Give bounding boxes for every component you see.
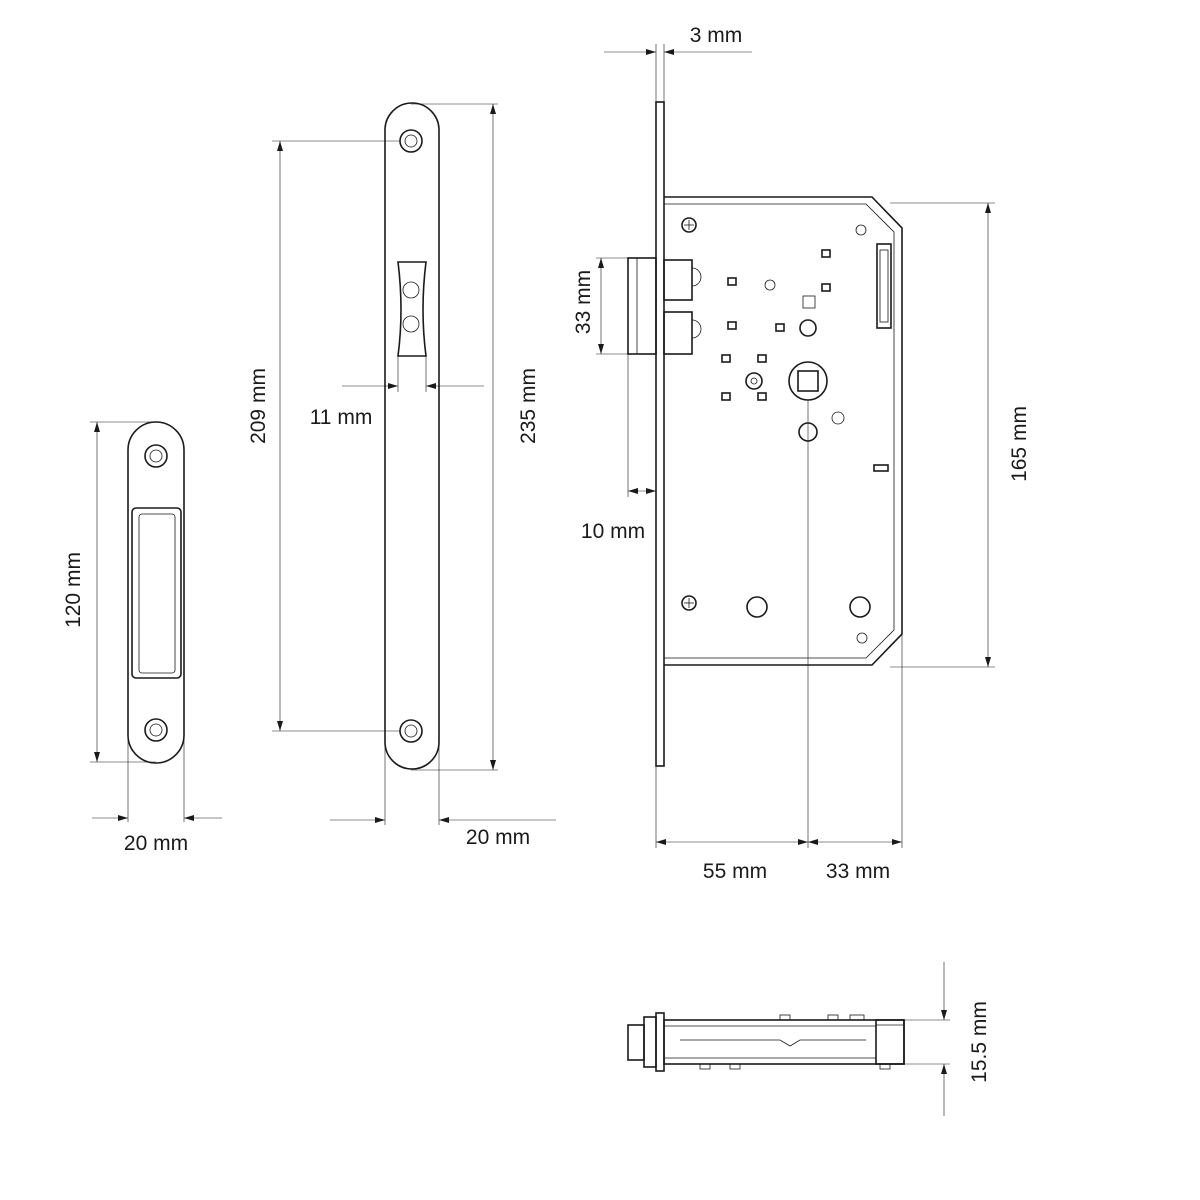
latch-projection-label: 10 mm <box>581 520 645 543</box>
slots <box>721 249 889 472</box>
faceplate-width-label: 20 mm <box>466 826 530 849</box>
lock-body-height-label: 165 mm <box>1008 406 1031 482</box>
faceplate-thickness-label: 3 mm <box>690 24 743 47</box>
latch-window-width-dimension <box>342 356 484 392</box>
faceplate-width-dimension <box>330 742 556 825</box>
latch-height-dimension <box>596 257 628 355</box>
faceplate-height-dimension <box>411 103 498 771</box>
latch-projection-dimension <box>627 354 656 497</box>
latch-height-label: 33 mm <box>572 270 595 334</box>
strike-width-dimension <box>92 735 222 822</box>
latch-window-width-label: 11 mm <box>310 406 373 429</box>
lock-side-view <box>627 1012 905 1072</box>
spindle-follower <box>788 361 828 401</box>
faceplate-height-label: 235 mm <box>517 368 540 444</box>
spindle-to-back-label: 33 mm <box>826 860 890 883</box>
latch-bolt <box>627 257 702 355</box>
faceplate-hole-spacing-label: 209 mm <box>247 368 270 444</box>
strike-height-label: 120 mm <box>62 552 85 628</box>
lock-body <box>627 101 903 767</box>
body-thickness-label: 15.5 mm <box>968 1001 991 1083</box>
strike-plate <box>127 421 185 764</box>
strike-width-label: 20 mm <box>124 832 188 855</box>
lock-body-height-dimension <box>890 202 995 668</box>
backset-label: 55 mm <box>703 860 767 883</box>
body-thickness-dimension <box>904 962 950 1116</box>
backset-dimension <box>655 400 903 848</box>
faceplate-thickness-dimension <box>604 44 752 102</box>
strike-height-dimension <box>90 421 156 763</box>
screw-bottom <box>681 595 697 611</box>
face-plate <box>384 102 440 770</box>
screw-top <box>681 217 697 233</box>
faceplate-hole-spacing-dimension <box>272 140 400 732</box>
